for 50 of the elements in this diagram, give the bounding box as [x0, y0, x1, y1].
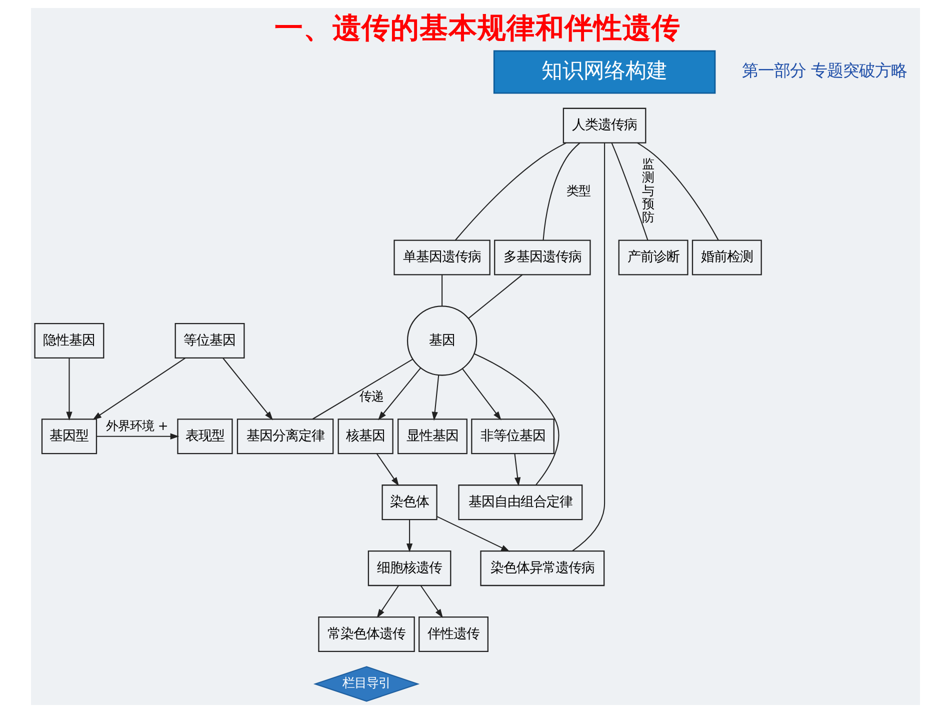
connector [572, 142, 605, 552]
node-box: 单基因遗传病 [393, 240, 490, 276]
node-circle: 基因 [406, 306, 477, 376]
connector [312, 358, 412, 420]
connector [468, 274, 522, 319]
label: 第一部分 专题突破方略 [741, 60, 906, 80]
connector [610, 142, 648, 240]
node-box: 常染色体遗传 [318, 616, 414, 652]
node-box: 基因型 [40, 418, 97, 454]
arrow [92, 358, 186, 420]
node-box: 基因分离定律 [236, 418, 334, 454]
edge-label: 传递 [358, 388, 383, 404]
node-box: 多基因遗传病 [494, 240, 590, 276]
node-box: 表现型 [176, 418, 232, 454]
arrow [376, 454, 398, 486]
connector [473, 353, 559, 486]
node-box: 知识网络构建 [492, 50, 716, 94]
connector [441, 274, 442, 306]
diagram-title: 一、遗传的基本规律和伴性遗传 [274, 10, 680, 45]
node-box: 婚前检测 [691, 240, 762, 276]
arrow [377, 368, 420, 420]
node-box: 基因自由组合定律 [458, 484, 582, 520]
node-box: 等位基因 [174, 322, 244, 358]
arrow [431, 375, 439, 421]
edge-label: 监测与预防 [642, 156, 654, 225]
node-box: 伴性遗传 [418, 616, 488, 652]
node-box: 核基因 [337, 418, 393, 454]
node-box: 产前诊断 [618, 240, 688, 276]
node-box: 染色体异常遗传病 [480, 550, 604, 586]
node-box: 细胞核遗传 [367, 550, 451, 586]
arrow [462, 368, 501, 420]
node-box: 染色体 [381, 484, 437, 520]
edge-label: 类型 [566, 182, 590, 198]
node-box: 人类遗传病 [562, 108, 646, 144]
arrow [406, 520, 412, 552]
arrow [96, 433, 179, 440]
arrow [376, 585, 398, 618]
arrow [436, 516, 510, 552]
node-box: 非等位基因 [470, 418, 554, 454]
connector [636, 142, 718, 240]
arrow [222, 358, 273, 420]
connector [542, 142, 580, 240]
node-diamond: 栏目导引 [312, 666, 420, 702]
arrow [66, 358, 72, 421]
arrow [514, 454, 520, 486]
node-box: 显性基因 [397, 418, 467, 454]
arrow [420, 585, 442, 618]
edge-label: 外界环境 + [105, 418, 168, 434]
node-box: 隐性基因 [34, 322, 104, 358]
connector [454, 142, 566, 241]
